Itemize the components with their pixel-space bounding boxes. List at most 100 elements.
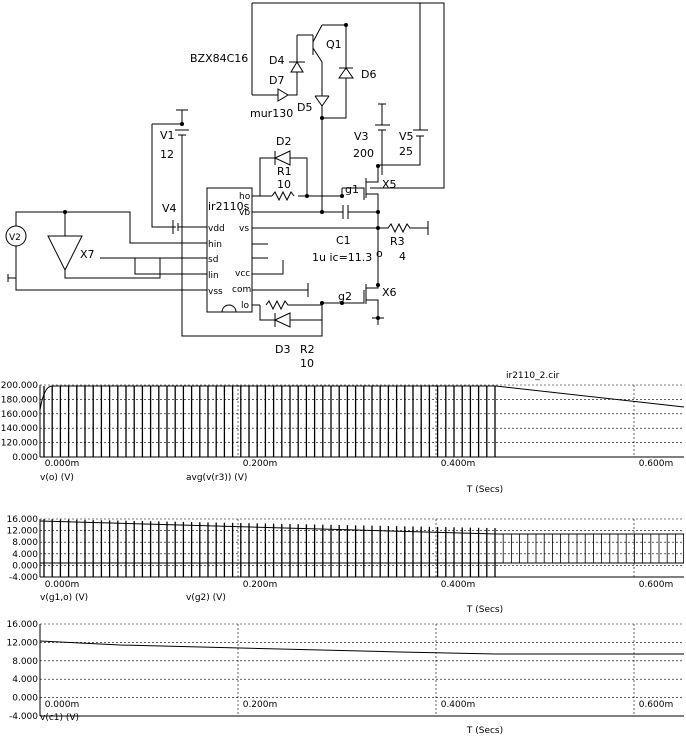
label-r3: R3 bbox=[390, 235, 405, 248]
label-x6: X6 bbox=[382, 286, 397, 299]
y-tick-label: 16.000 bbox=[7, 515, 39, 525]
x5-mosfet bbox=[342, 166, 379, 228]
lin-wire bbox=[107, 257, 191, 275]
schematic-labels: BZX84C16 D4 Q1 D7 D6 mur130 D5 V1 12 D2 … bbox=[9, 38, 414, 370]
x-tick-label: 0.200m bbox=[243, 580, 278, 590]
d4-zener bbox=[289, 35, 305, 73]
y-tick-label: 4.000 bbox=[12, 550, 38, 560]
label-d6: D6 bbox=[361, 68, 376, 81]
wire-lo bbox=[259, 302, 342, 321]
v5-source bbox=[378, 3, 428, 166]
node-dot bbox=[376, 283, 380, 287]
label-x7: X7 bbox=[80, 248, 95, 261]
legend-entry: v(c1) (V) bbox=[40, 713, 79, 723]
pin-vcc: vcc bbox=[235, 269, 250, 279]
trace-vg1o bbox=[39, 520, 684, 535]
node-dot bbox=[376, 210, 380, 214]
d3-diode bbox=[273, 312, 291, 328]
com-ground bbox=[300, 283, 309, 297]
label-g2: g2 bbox=[338, 290, 352, 303]
node-dot bbox=[63, 210, 67, 214]
pin-hin: hin bbox=[208, 240, 222, 250]
node-dot bbox=[340, 194, 344, 198]
y-tick-label: 0.000 bbox=[12, 561, 38, 571]
wire-d6-node bbox=[322, 115, 347, 119]
label-r2-value: 10 bbox=[300, 357, 314, 370]
x-tick-label: 0.600m bbox=[639, 459, 674, 469]
legend-entry: v(o) (V) bbox=[40, 473, 74, 483]
legend-entry: avg(v(r3)) (V) bbox=[186, 473, 247, 483]
label-g1: g1 bbox=[345, 183, 359, 196]
label-v3-value: 200 bbox=[353, 147, 374, 160]
y-tick-label: 12.000 bbox=[7, 638, 39, 648]
label-d2: D2 bbox=[276, 135, 291, 148]
d2-diode bbox=[273, 150, 291, 166]
label-node-o: o bbox=[376, 247, 383, 260]
waveform-trace bbox=[39, 385, 685, 457]
c1-capacitor bbox=[322, 205, 378, 219]
wire-ho bbox=[259, 157, 343, 197]
x-tick-label: 0.000m bbox=[45, 459, 80, 469]
plot-title: ir2110_2.cir bbox=[506, 371, 560, 381]
pin-vs: vs bbox=[239, 224, 249, 234]
label-x5: X5 bbox=[382, 178, 397, 191]
r2-resistor bbox=[265, 299, 322, 311]
label-v5: V5 bbox=[399, 130, 414, 143]
pin-com: com bbox=[232, 285, 251, 295]
ic-pins-left bbox=[191, 226, 207, 291]
d7-diode bbox=[252, 72, 298, 102]
label-v3: V3 bbox=[354, 130, 369, 143]
plot-panel-1: 200.000180.000160.000140.000120.0000.000… bbox=[1, 371, 685, 495]
y-tick-label: -4.000 bbox=[9, 573, 38, 583]
y-tick-label: 12.000 bbox=[7, 527, 39, 537]
label-q1: Q1 bbox=[326, 38, 342, 51]
x-tick-label: 0.400m bbox=[441, 580, 476, 590]
d6-diode bbox=[338, 67, 354, 115]
label-v2: V2 bbox=[9, 233, 21, 243]
y-tick-label: 0.000 bbox=[12, 694, 38, 704]
label-r3-value: 4 bbox=[399, 250, 406, 263]
label-v1-value: 12 bbox=[160, 148, 174, 161]
q1-transistor bbox=[312, 24, 323, 96]
waveform-trace bbox=[39, 519, 684, 577]
label-c1: C1 bbox=[336, 234, 351, 247]
y-tick-label: 120.000 bbox=[1, 439, 38, 449]
y-tick-label: 16.000 bbox=[7, 620, 39, 630]
r1-resistor bbox=[271, 190, 295, 202]
r3-resistor bbox=[378, 221, 429, 235]
x-tick-label: 0.600m bbox=[639, 580, 674, 590]
node-dot bbox=[320, 301, 324, 305]
label-v1: V1 bbox=[160, 129, 175, 142]
x-tick-label: 0.200m bbox=[243, 700, 278, 710]
y-tick-label: 4.000 bbox=[12, 675, 38, 685]
x-axis-label: T (Secs) bbox=[466, 726, 503, 736]
pin-vb: vb bbox=[239, 208, 250, 218]
node-dot bbox=[376, 316, 380, 320]
label-bzx: BZX84C16 bbox=[190, 52, 248, 65]
x-tick-label: 0.200m bbox=[243, 459, 278, 469]
x-tick-label: 0.000m bbox=[45, 580, 80, 590]
v4-source bbox=[172, 220, 191, 234]
x-tick-label: 0.000m bbox=[45, 700, 80, 710]
label-v4: V4 bbox=[162, 202, 177, 215]
pin-lin: lin bbox=[208, 271, 219, 281]
v2-ground bbox=[7, 274, 16, 282]
schematic bbox=[5, 2, 445, 337]
x-tick-label: 0.600m bbox=[639, 700, 674, 710]
d5-diode bbox=[314, 95, 330, 212]
v3-source bbox=[375, 103, 390, 175]
x7-buffer bbox=[47, 212, 191, 279]
v2-wires bbox=[15, 211, 191, 291]
y-tick-label: 160.000 bbox=[1, 410, 38, 420]
label-mur: mur130 bbox=[250, 107, 293, 120]
v1-source bbox=[175, 109, 323, 337]
wire-v1-vcc bbox=[151, 123, 182, 228]
waveform-trace bbox=[39, 640, 684, 655]
y-tick-label: 0.000 bbox=[12, 453, 38, 463]
pin-ho: ho bbox=[239, 192, 251, 202]
ic-notch bbox=[221, 304, 237, 313]
pin-vss: vss bbox=[208, 287, 223, 297]
y-tick-label: 8.000 bbox=[12, 538, 38, 548]
ir2110-ic bbox=[206, 187, 253, 313]
